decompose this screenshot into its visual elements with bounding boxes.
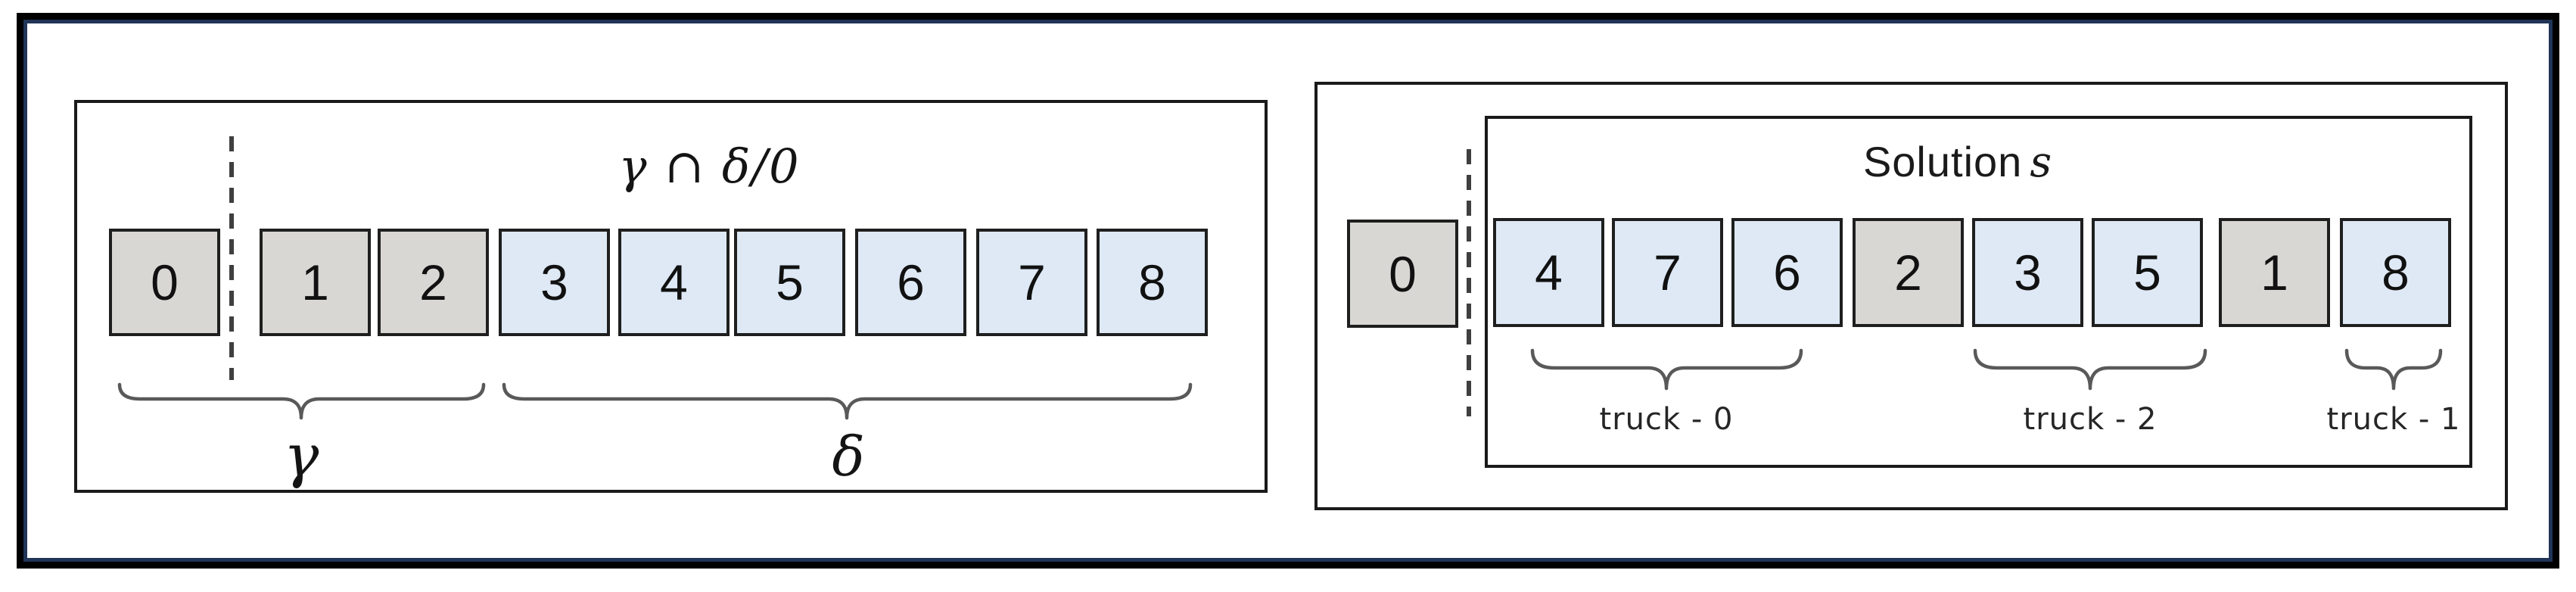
node-box: 1 bbox=[2219, 218, 2330, 327]
node-box: 5 bbox=[2092, 218, 2203, 327]
solution-title-main: Solution bbox=[1862, 138, 2023, 185]
dashed-separator-icon bbox=[229, 136, 234, 380]
node-box: 6 bbox=[1731, 218, 1843, 327]
node-box: 8 bbox=[2340, 218, 2451, 327]
underbrace-icon bbox=[1530, 348, 1803, 391]
node-box: 4 bbox=[618, 229, 730, 336]
node-box: 2 bbox=[1853, 218, 1964, 327]
left-panel: γ ∩ δ/0 0 1 2 3 4 5 6 7 8 γ δ bbox=[74, 100, 1268, 493]
node-box: 0 bbox=[109, 229, 220, 336]
node-box: 2 bbox=[378, 229, 489, 336]
group-label-truck-2: truck - 2 bbox=[2023, 402, 2158, 437]
solution-title-symbol: s bbox=[2030, 138, 2053, 187]
node-box: 7 bbox=[1612, 218, 1723, 327]
node-box: 8 bbox=[1097, 229, 1208, 336]
group-label-truck-0: truck - 0 bbox=[1599, 402, 1734, 437]
outer-frame bbox=[17, 13, 2559, 569]
node-box: 1 bbox=[260, 229, 371, 336]
node-box: 6 bbox=[855, 229, 966, 336]
underbrace-icon bbox=[502, 382, 1193, 420]
left-panel-title: γ ∩ δ/0 bbox=[618, 139, 801, 194]
group-label-truck-1: truck - 1 bbox=[2326, 402, 2461, 437]
underbrace-icon bbox=[2344, 348, 2443, 391]
node-box: 5 bbox=[734, 229, 845, 336]
inner-navy-frame bbox=[23, 20, 2553, 562]
group-label-gamma: γ bbox=[283, 422, 319, 491]
node-box: 4 bbox=[1493, 218, 1604, 327]
underbrace-icon bbox=[1973, 348, 2207, 391]
dashed-separator-icon bbox=[1467, 149, 1471, 416]
node-box: 3 bbox=[1972, 218, 2083, 327]
group-label-delta: δ bbox=[832, 425, 865, 488]
node-box: 3 bbox=[499, 229, 610, 336]
node-box: 7 bbox=[976, 229, 1087, 336]
depot-node-box: 0 bbox=[1347, 220, 1458, 328]
underbrace-icon bbox=[117, 382, 486, 420]
